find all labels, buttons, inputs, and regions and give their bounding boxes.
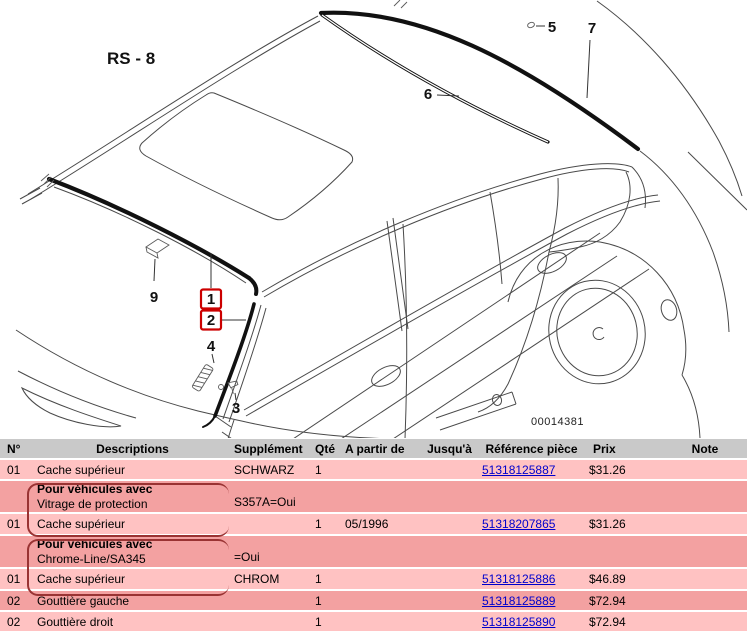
callout-leaders [153,25,591,401]
cell-no: 02 [7,593,21,608]
col-header-from: A partir de [345,441,405,456]
part-number-link[interactable]: 51318125889 [482,593,556,608]
drawing-id: 00014381 [531,416,584,428]
cell-qty: 1 [315,462,322,477]
col-header-price: Prix [593,441,616,456]
cell-qty: 1 [315,572,322,586]
group-condition-desc: Pour véhicules avec Chrome-Line/SA345 [32,536,233,567]
molding-highlights [40,0,641,428]
part-number-link[interactable]: 51318125890 [482,614,556,629]
group-condition-supp: =Oui [234,550,260,564]
cell-price: $31.26 [589,517,626,531]
cell-from: 05/1996 [345,517,389,531]
cell-supp: CHROM [234,572,280,586]
callout-1-label: 1 [207,291,215,308]
cell-qty: 1 [315,517,322,531]
parts-table: N° Descriptions Supplément Qté A partir … [0,439,747,633]
cell-no: 01 [7,517,21,531]
cell-price: $72.94 [589,593,626,608]
cell-no: 01 [7,572,21,586]
callout-5-label[interactable]: 5 [548,19,556,36]
car-outline [15,0,747,438]
group-condition-supp: S357A=Oui [234,495,296,509]
cell-desc: Cache supérieur [37,572,126,586]
group-condition-row: Pour véhicules avec Vitrage de protectio… [0,481,747,514]
group-condition-desc: Pour véhicules avec Vitrage de protectio… [32,481,233,512]
cell-supp: SCHWARZ [234,462,295,477]
callout-2-hotspot[interactable]: 2 [199,309,223,331]
cell-desc: Cache supérieur [37,462,126,477]
model-label: RS - 8 [107,49,155,68]
callout-9-label[interactable]: 9 [150,289,158,306]
col-header-until: Jusqu'à [427,441,472,456]
part-number-link[interactable]: 51318125886 [482,572,556,586]
table-row[interactable]: 01 Cache supérieur 1 05/1996 51318207865… [0,514,747,536]
cell-price: $72.94 [589,614,626,629]
group-condition-row: Pour véhicules avec Chrome-Line/SA345 =O… [0,536,747,569]
callout-3-label[interactable]: 3 [232,400,240,417]
callout-1-hotspot[interactable]: 1 [199,288,223,310]
callout-7-label[interactable]: 7 [588,20,596,37]
table-row[interactable]: 01 Cache supérieur CHROM 1 51318125886 $… [0,569,747,591]
cell-desc: Cache supérieur [37,517,126,531]
callout-4-label[interactable]: 4 [207,338,216,355]
table-row[interactable]: 02 Gouttière droit 1 51318125890 $72.94 [0,612,747,633]
callout-6-label[interactable]: 6 [424,86,432,103]
col-header-desc: Descriptions [96,441,169,456]
table-header-row: N° Descriptions Supplément Qté A partir … [0,439,747,460]
table-row[interactable]: 01 Cache supérieur SCHWARZ 1 51318125887… [0,460,747,481]
cell-price: $46.89 [589,572,626,586]
part-number-link[interactable]: 51318207865 [482,517,556,531]
cell-qty: 1 [315,614,322,629]
cell-desc: Gouttière gauche [37,593,130,608]
callout-2-label: 2 [207,312,215,329]
cell-no: 01 [7,462,21,477]
col-header-ref: Référence pièce [485,441,578,456]
part-number-link[interactable]: 51318125887 [482,462,556,477]
parts-diagram: RS - 8 1 2 3 4 5 6 7 9 00014381 [15,0,747,438]
col-header-supp: Supplément [234,441,303,456]
group-condition-title: Pour véhicules avec [37,481,153,496]
group-condition-detail: Vitrage de protection [37,496,148,511]
table-row[interactable]: 02 Gouttière gauche 1 51318125889 $72.94 [0,591,747,612]
clip-parts [145,21,535,394]
col-header-no: N° [7,441,21,456]
col-header-note: Note [691,441,719,456]
group-condition-detail: Chrome-Line/SA345 [37,551,146,566]
cell-price: $31.26 [589,462,626,477]
group-condition-title: Pour véhicules avec [37,536,153,551]
cell-desc: Gouttière droit [37,614,114,629]
col-header-qty: Qté [315,441,336,456]
cell-qty: 1 [315,593,322,608]
cell-no: 02 [7,614,21,629]
